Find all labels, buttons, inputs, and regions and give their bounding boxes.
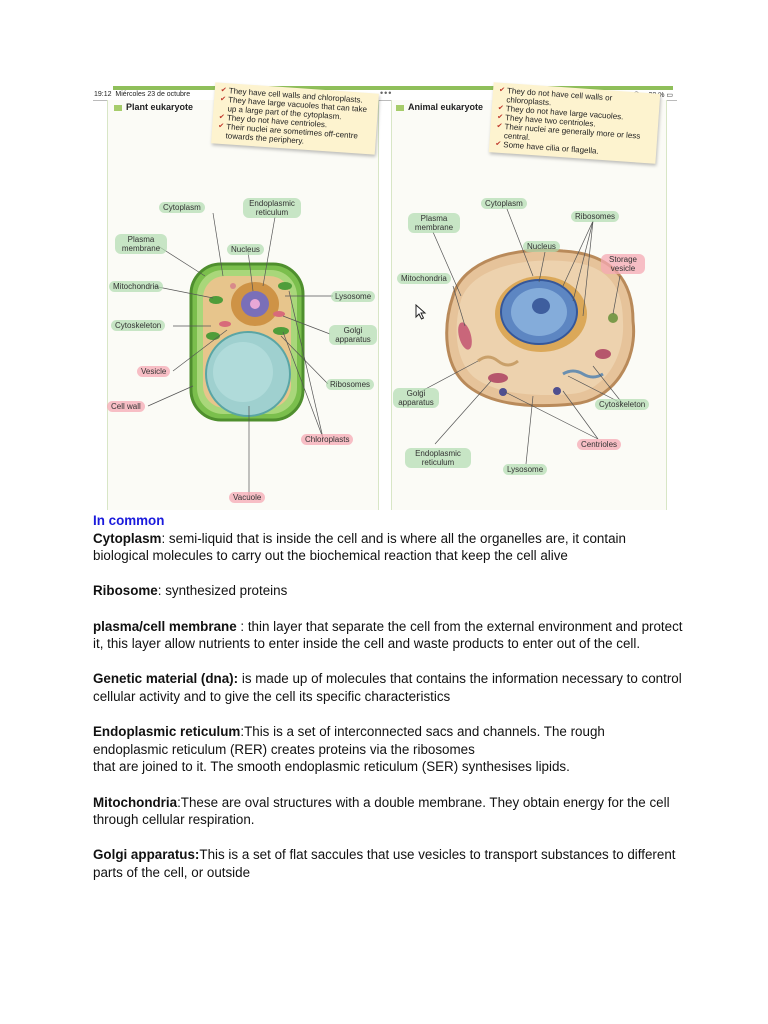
section-heading: In common (93, 512, 683, 530)
term: Cytoplasm (93, 531, 161, 546)
animal-label-mitochondria: Mitochondria (397, 273, 451, 284)
plant-label-vesicle: Vesicle (137, 366, 170, 377)
animal-label-nucleus: Nucleus (523, 241, 560, 252)
plant-label-cytoplasm: Cytoplasm (159, 202, 205, 213)
definition-cytoplasm: Cytoplasm: semi-liquid that is inside th… (93, 530, 683, 565)
term: Golgi apparatus: (93, 847, 199, 862)
animal-label-er: Endoplasmic reticulum (405, 448, 471, 468)
animal-label-storage-vesicle: Storage vesicle (601, 254, 645, 274)
plant-cell-illustration (191, 264, 303, 420)
definition-golgi-apparatus: Golgi apparatus:This is a set of flat sa… (93, 846, 683, 881)
definition-ribosome: Ribosome: synthesized proteins (93, 582, 683, 600)
animal-notes: They do not have cell walls or chloropla… (489, 82, 660, 163)
plant-label-nucleus: Nucleus (227, 244, 264, 255)
animal-label-cytoskeleton: Cytoskeleton (595, 399, 649, 410)
term: Mitochondria (93, 795, 177, 810)
definition-genetic-material: Genetic material (dna): is made up of mo… (93, 670, 683, 705)
plant-label-ribosomes: Ribosomes (326, 379, 374, 390)
mouse-pointer-icon (415, 304, 427, 320)
definition-plasma-membrane: plasma/cell membrane : thin layer that s… (93, 618, 683, 653)
term: Endoplasmic reticulum (93, 724, 240, 739)
term: Ribosome (93, 583, 158, 598)
animal-label-golgi: Golgi apparatus (393, 388, 439, 408)
plant-label-mitochondria: Mitochondria (109, 281, 163, 292)
textbook-screenshot: 19:12 Miércoles 23 de octubre ••• ◯ ◐ 28… (93, 86, 677, 510)
description: synthesized proteins (165, 583, 287, 598)
animal-label-centrioles: Centrioles (577, 439, 621, 450)
plant-label-er: Endoplasmic reticulum (243, 198, 301, 218)
plant-notes: They have cell walls and chloroplasts. T… (211, 82, 379, 154)
plant-label-cytoskeleton: Cytoskeleton (111, 320, 165, 331)
plant-label-golgi: Golgi apparatus (329, 325, 377, 345)
plant-label-chloroplasts: Chloroplasts (301, 434, 353, 445)
description: semi-liquid that is inside the cell and … (93, 531, 626, 564)
animal-label-ribosomes: Ribosomes (571, 211, 619, 222)
term: Genetic material (dna): (93, 671, 238, 686)
plant-label-cell-wall: Cell wall (107, 401, 145, 412)
plant-label-plasma-membrane: Plasma membrane (115, 234, 167, 254)
plant-label-vacuole: Vacuole (229, 492, 265, 503)
animal-label-plasma-membrane: Plasma membrane (408, 213, 460, 233)
animal-label-cytoplasm: Cytoplasm (481, 198, 527, 209)
plant-label-lysosome: Lysosome (331, 291, 375, 302)
term: plasma/cell membrane (93, 619, 237, 634)
description-continued: that are joined to it. The smooth endopl… (93, 759, 570, 774)
document-body: In common Cytoplasm: semi-liquid that is… (93, 512, 683, 899)
definition-endoplasmic-reticulum: Endoplasmic reticulum:This is a set of i… (93, 723, 683, 776)
animal-label-lysosome: Lysosome (503, 464, 547, 475)
definition-mitochondria: Mitochondria:These are oval structures w… (93, 794, 683, 829)
